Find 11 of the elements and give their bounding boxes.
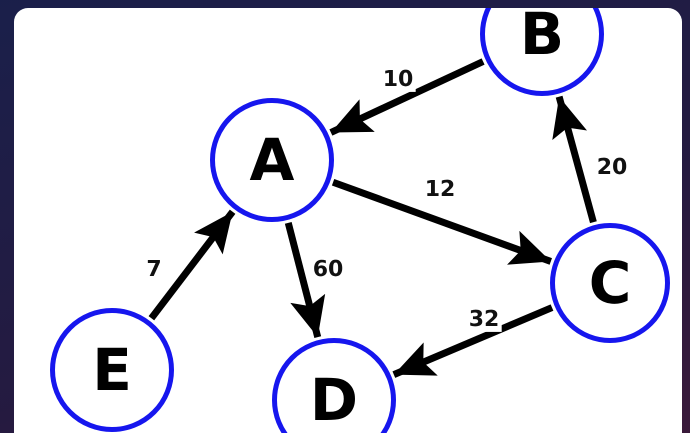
arrow (148, 210, 236, 320)
arrow (332, 178, 552, 265)
arrow (392, 304, 554, 378)
node-label: C (588, 254, 632, 312)
node-label: B (520, 8, 564, 63)
node-label: A (250, 131, 294, 189)
node-label: E (92, 341, 132, 399)
node-label: D (310, 371, 358, 429)
arrow (552, 96, 597, 224)
arrow (284, 222, 326, 338)
arrow (329, 58, 485, 136)
